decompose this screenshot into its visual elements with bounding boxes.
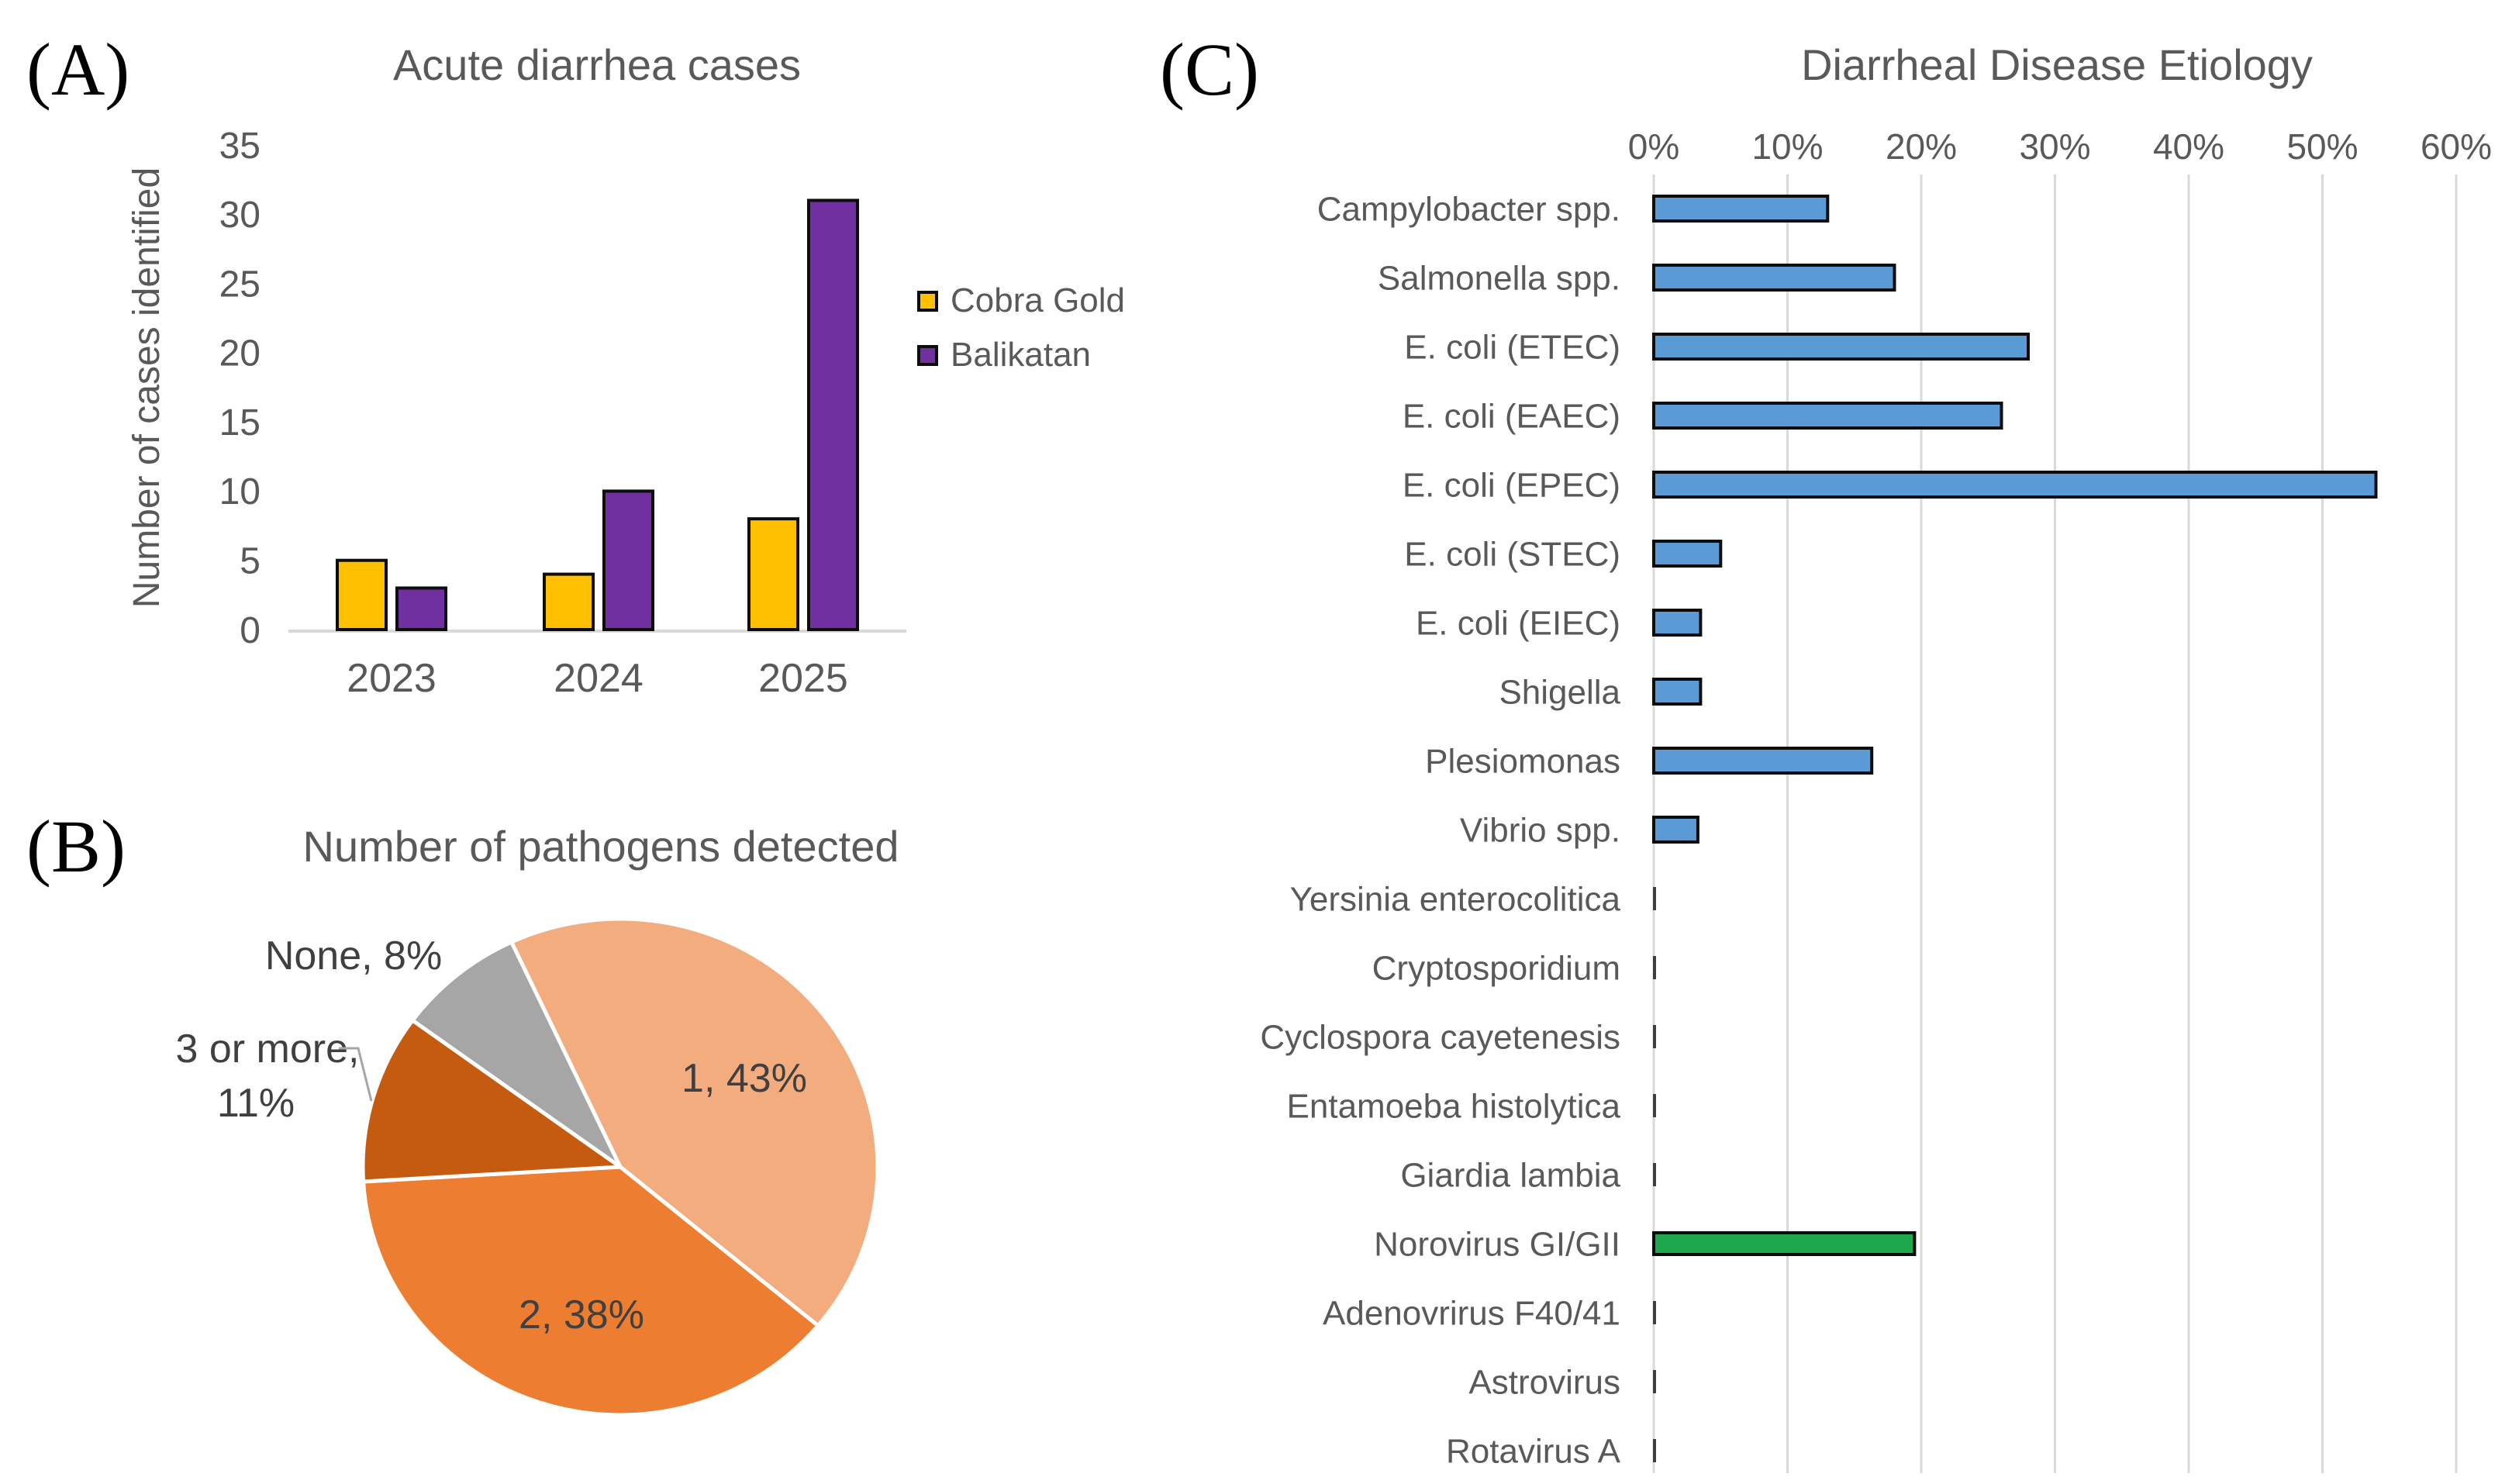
bar-chart-title: Acute diarrhea cases <box>392 40 802 89</box>
bar-balikatan-2024 <box>602 489 654 631</box>
pie-slice-label: 1, 43% <box>681 1056 807 1101</box>
pie-chart-pathogens: 1, 43% 2, 38% 3 or more, 11% None, 8% <box>176 916 880 1417</box>
pie-chart-title: Number of pathogens detected <box>302 822 899 871</box>
category-label: E. coli (STEC) <box>1404 535 1620 573</box>
y-axis-tick-label: 5 <box>240 541 261 582</box>
pie-slice-none <box>410 940 623 1169</box>
y-axis-tick-label: 0 <box>240 610 261 651</box>
hbar-norovirus-gi-gii <box>1652 1231 1917 1256</box>
x-axis-category-label: 2023 <box>347 656 436 701</box>
x-axis-tick-label: 10% <box>1751 126 1823 167</box>
hbar-campylobacter-spp- <box>1652 195 1830 223</box>
x-axis-tick-label: 30% <box>2019 126 2090 167</box>
bar-cobra-gold-2023 <box>336 558 388 632</box>
pie-slice-label: None, 8% <box>265 934 442 978</box>
x-axis-tick-label: 60% <box>2421 126 2492 167</box>
category-label: Cyclospora cayetenesis <box>1260 1018 1620 1056</box>
pie-callout-label-line2: 11% <box>217 1081 295 1126</box>
legend-swatch-cobra-gold <box>917 290 938 312</box>
hbar-e-coli-etec- <box>1652 333 2030 361</box>
category-label: E. coli (EPEC) <box>1403 466 1620 504</box>
x-axis-tick-label: 40% <box>2153 126 2224 167</box>
category-label: E. coli (EIEC) <box>1416 604 1620 642</box>
category-label: Shigella <box>1499 673 1620 711</box>
category-label: E. coli (EAEC) <box>1403 397 1620 435</box>
category-label: Norovirus GI/GII <box>1374 1225 1620 1263</box>
legend-item-balikatan: Balikatan <box>917 338 1125 372</box>
panel-label-c: (C) <box>1160 28 1259 111</box>
category-label: Rotavirus A <box>1446 1432 1621 1470</box>
hbar-chart-etiology: 0% 10% 20% 30% 40% 50% 60% Campylobacter spp. Sa… <box>1260 126 2492 1473</box>
category-label: Salmonella spp. <box>1378 259 1620 297</box>
x-axis-category-label: 2025 <box>758 656 848 701</box>
hbar-plesiomonas <box>1652 747 1874 775</box>
pie-slice-3-or-more <box>361 1018 623 1184</box>
panel-label-b: (B) <box>26 805 126 888</box>
y-axis-tick-label: 15 <box>219 402 261 443</box>
panel-label-a: (A) <box>26 28 130 111</box>
pie-callout-label-line1: 3 or more, <box>176 1027 360 1072</box>
category-label: Campylobacter spp. <box>1317 190 1620 228</box>
zero-value-tick <box>1653 1439 1656 1462</box>
x-axis-tick-label: 20% <box>1886 126 1957 167</box>
category-label: Adenovrirus F40/41 <box>1323 1294 1620 1332</box>
hbar-shigella <box>1652 678 1703 706</box>
pie-slice-label: 2, 38% <box>519 1292 644 1337</box>
category-label: Entamoeba histolytica <box>1287 1087 1621 1125</box>
legend-swatch-balikatan <box>917 344 938 366</box>
zero-value-tick <box>1653 1301 1656 1324</box>
bar-cobra-gold-2025 <box>747 517 799 631</box>
hbar-chart-title: Diarrheal Disease Etiology <box>1801 40 2313 89</box>
category-label: Giardia lambia <box>1400 1156 1620 1194</box>
y-axis-title: Number of cases identified <box>126 167 167 608</box>
y-axis-tick-label: 35 <box>219 126 261 167</box>
hbar-e-coli-epec- <box>1652 471 2378 499</box>
hbar-e-coli-stec- <box>1652 540 1723 568</box>
legend-label-cobra-gold: Cobra Gold <box>951 281 1126 319</box>
hbar-salmonella-spp- <box>1652 264 1896 292</box>
x-axis-category-label: 2024 <box>554 656 644 701</box>
category-label: Astrovirus <box>1468 1363 1620 1401</box>
legend-item-cobra-gold: Cobra Gold <box>917 284 1125 318</box>
zero-value-tick <box>1653 1094 1656 1117</box>
zero-value-tick <box>1653 1163 1656 1186</box>
category-label: Cryptosporidium <box>1372 949 1620 987</box>
x-axis-tick-label: 50% <box>2286 126 2358 167</box>
y-axis-tick-label: 25 <box>219 264 261 305</box>
zero-value-tick <box>1653 1025 1656 1048</box>
zero-value-tick <box>1653 956 1656 979</box>
category-label: Vibrio spp. <box>1460 811 1620 849</box>
zero-value-tick <box>1653 1370 1656 1393</box>
pie-slice-1 <box>509 916 880 1328</box>
pie-callout-leader-line <box>339 1047 373 1102</box>
zero-value-tick <box>1653 887 1656 910</box>
y-axis-tick-label: 20 <box>219 333 261 374</box>
legend-label-balikatan: Balikatan <box>951 336 1092 374</box>
y-axis-tick-label: 30 <box>219 195 261 236</box>
legend: Cobra Gold Balikatan <box>917 284 1125 372</box>
hbar-e-coli-eiec- <box>1652 609 1703 637</box>
x-axis-tick-label: 0% <box>1628 126 1679 167</box>
bar-cobra-gold-2024 <box>543 572 595 632</box>
category-label: E. coli (ETEC) <box>1404 328 1620 366</box>
category-label: Yersinia enterocolitica <box>1290 880 1621 918</box>
pie-slice-2 <box>361 1165 820 1417</box>
bar-balikatan-2023 <box>395 586 447 632</box>
bar-balikatan-2025 <box>807 198 859 632</box>
y-axis-tick-label: 10 <box>219 471 261 512</box>
hbar-e-coli-eaec- <box>1652 402 2003 430</box>
hbar-vibrio-spp- <box>1652 816 1699 844</box>
category-label: Plesiomonas <box>1425 742 1620 780</box>
